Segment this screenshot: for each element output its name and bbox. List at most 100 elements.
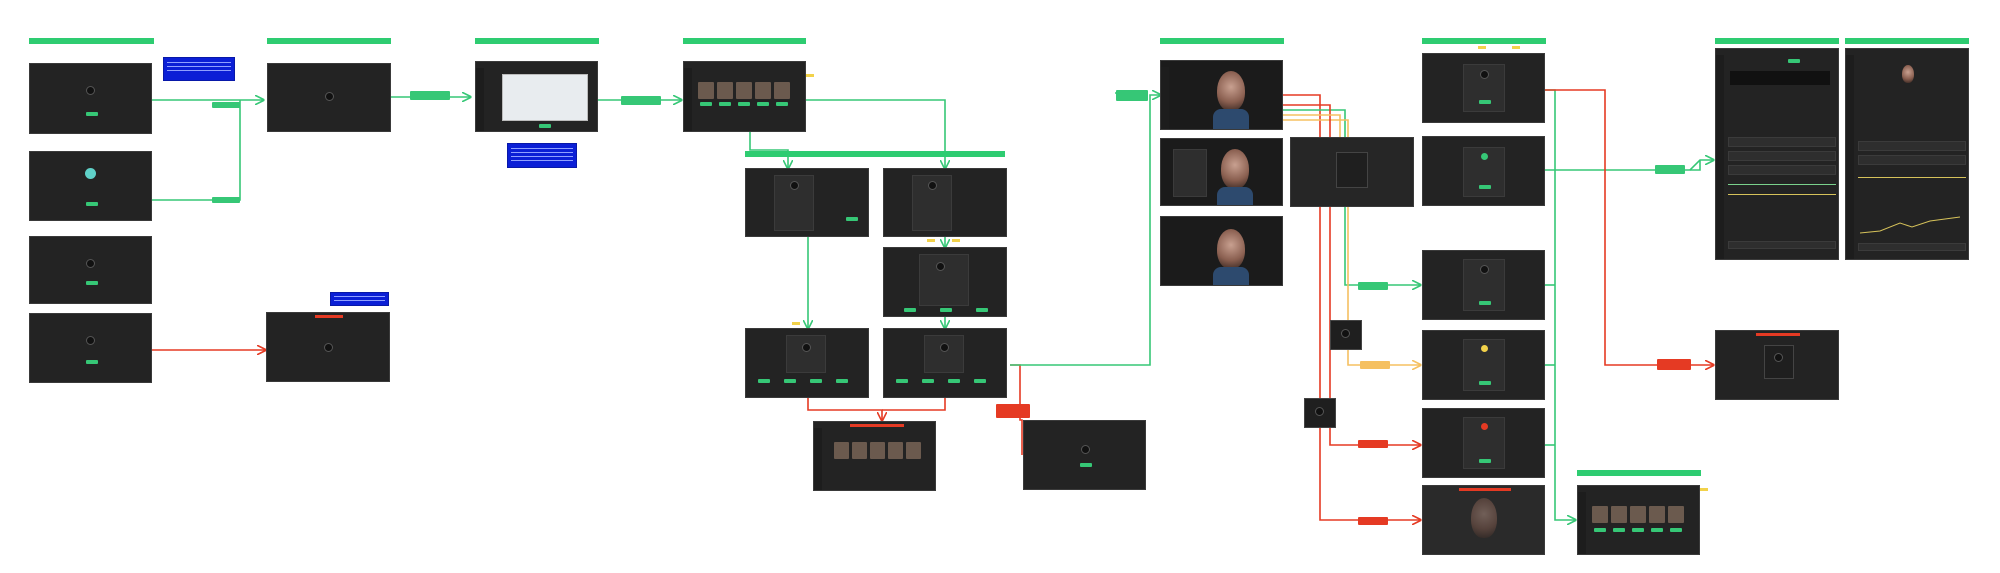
option-button[interactable] [896, 379, 908, 383]
video-preview [1730, 71, 1830, 85]
avatar-thumbnail[interactable] [1668, 506, 1684, 523]
connector [882, 398, 946, 411]
frame-header [475, 38, 599, 44]
avatar-thumbnail[interactable] [852, 442, 867, 459]
video-call-screen [1160, 60, 1283, 130]
sidebar [1161, 67, 1169, 129]
select-button[interactable] [1632, 528, 1644, 532]
select-button[interactable] [757, 102, 769, 106]
connector [1545, 89, 1713, 365]
avatar-thumbnail[interactable] [717, 82, 733, 99]
session-screen [1422, 330, 1545, 400]
avatar-thumbnail[interactable] [1630, 506, 1646, 523]
divider [1728, 194, 1836, 195]
list-row[interactable] [1728, 151, 1836, 161]
avatar-thumbnail[interactable] [870, 442, 885, 459]
login-button[interactable] [86, 112, 98, 116]
transition-label [212, 197, 240, 203]
option-button[interactable] [974, 379, 986, 383]
select-button[interactable] [1613, 528, 1625, 532]
avatar-thumbnail[interactable] [1649, 506, 1665, 523]
logo-icon [86, 86, 95, 95]
avatar-thumbnail[interactable] [698, 82, 714, 99]
option-button[interactable] [922, 379, 934, 383]
modal [1336, 152, 1368, 188]
avatar-thumbnail[interactable] [1592, 506, 1608, 523]
connector [151, 100, 241, 201]
option-button[interactable] [836, 379, 848, 383]
retry-button[interactable] [86, 360, 98, 364]
select-button[interactable] [1670, 528, 1682, 532]
option-button[interactable] [904, 308, 916, 312]
select-button[interactable] [1594, 528, 1606, 532]
divider [1858, 177, 1966, 178]
warning-icon [1481, 345, 1488, 352]
select-button[interactable] [738, 102, 750, 106]
frame-header [1422, 38, 1546, 44]
frame-header [683, 38, 806, 44]
connector [1010, 95, 1160, 366]
session-screen [1422, 53, 1545, 123]
frame-header [1715, 38, 1839, 44]
upload-area[interactable] [502, 74, 588, 121]
transition-label [212, 102, 240, 108]
avatar-thumbnail[interactable] [888, 442, 903, 459]
avatar-thumbnail[interactable] [736, 82, 752, 99]
logo-icon [1480, 265, 1489, 274]
continue-button[interactable] [1479, 100, 1491, 104]
retry-button[interactable] [1479, 459, 1491, 463]
select-button[interactable] [1651, 528, 1663, 532]
upload-screen [475, 61, 598, 132]
analytics-screen [1715, 48, 1839, 260]
blocked-screen [266, 312, 390, 382]
avatar-icon [802, 343, 811, 352]
connector [749, 130, 788, 168]
avatar-thumbnail[interactable] [755, 82, 771, 99]
avatar-thumbnail[interactable] [834, 442, 849, 459]
signup-screen [29, 151, 152, 221]
success-icon [1481, 153, 1488, 160]
avatar-icon [936, 262, 945, 271]
avatar-thumbnail[interactable] [1611, 506, 1627, 523]
sidebar [1716, 55, 1724, 259]
select-button[interactable] [776, 102, 788, 106]
retry-button[interactable] [1080, 463, 1092, 467]
avatar-icon [940, 343, 949, 352]
transition-label [1655, 165, 1685, 174]
option-button[interactable] [784, 379, 796, 383]
action-button[interactable] [1788, 59, 1800, 63]
option-button[interactable] [758, 379, 770, 383]
analytics-detail-screen [1845, 48, 1969, 260]
avatar-shoulders [1217, 187, 1253, 205]
logo-icon [325, 92, 334, 101]
option-button[interactable] [948, 379, 960, 383]
avatar-gallery-screen [683, 61, 806, 132]
option-button[interactable] [940, 308, 952, 312]
avatar-thumbnail[interactable] [774, 82, 790, 99]
sidebar [1846, 55, 1854, 259]
login-screen [29, 63, 152, 134]
logo-icon [1774, 353, 1783, 362]
avatar-select-screen [745, 328, 869, 398]
continue-button[interactable] [1479, 185, 1491, 189]
avatar-video [1902, 65, 1914, 83]
list-row[interactable] [1858, 141, 1966, 151]
confirm-button[interactable] [846, 217, 858, 221]
video-call-screen [1160, 216, 1283, 286]
error-label [1358, 440, 1388, 448]
signup-button[interactable] [86, 202, 98, 206]
list-row[interactable] [1858, 155, 1966, 165]
continue-button[interactable] [1479, 301, 1491, 305]
sidebar [476, 68, 484, 131]
reset-button[interactable] [86, 281, 98, 285]
option-button[interactable] [976, 308, 988, 312]
list-row[interactable] [1728, 137, 1836, 147]
list-row[interactable] [1728, 165, 1836, 175]
select-button[interactable] [700, 102, 712, 106]
connector [805, 99, 945, 168]
select-button[interactable] [719, 102, 731, 106]
continue-button[interactable] [1479, 381, 1491, 385]
continue-button[interactable] [539, 124, 551, 128]
avatar-thumbnail[interactable] [906, 442, 921, 459]
option-button[interactable] [810, 379, 822, 383]
